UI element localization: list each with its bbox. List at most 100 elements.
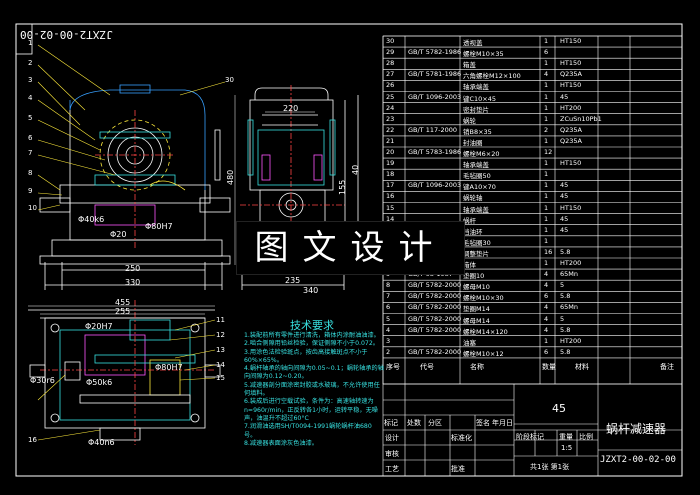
balloon-label: 5 — [28, 114, 33, 122]
bom-cell-qty: 1 — [544, 114, 549, 123]
bom-cell-std: GB/T 117-2000 — [408, 125, 458, 134]
balloon-label: 1 — [28, 39, 33, 47]
balloon-label: 15 — [216, 374, 225, 382]
bom-cell-mat: 5.8 — [560, 347, 571, 356]
bom-cell-qty: 4 — [544, 270, 549, 279]
balloon-label: 2 — [28, 59, 33, 67]
bom-cell-name: 调整垫片 — [463, 249, 489, 258]
bom-header-qty: 数量 — [542, 362, 556, 371]
bom-cell-name: 透视盖 — [463, 39, 483, 47]
balloon-label: 8 — [28, 169, 33, 177]
dim-340: 340 — [303, 286, 319, 295]
bom-cell-qty: 1 — [544, 259, 549, 267]
dim-455: 455 — [115, 298, 131, 307]
requirement-item: 7.润滑油选用SH/T0094-1991蜗轮蜗杆油680号。 — [244, 423, 372, 439]
balloon-label: 3 — [28, 76, 33, 84]
bom-cell-mat: HT150 — [560, 37, 582, 45]
bom-cell-name: 挡油环 — [463, 227, 483, 236]
requirements-list: 1.装配前所有零件进行清洗，箱体内涂耐油油漆。2.啮合侧隙用铅丝检验，保证侧隙不… — [244, 332, 384, 448]
leader-lines-front — [37, 44, 226, 211]
leader-lines-top — [37, 319, 216, 441]
bom-cell-no: 21 — [386, 136, 395, 145]
bom-cell-mat: 5.8 — [560, 247, 571, 256]
bom-header-name: 名称 — [470, 362, 484, 371]
bom-cell-no: 26 — [386, 81, 395, 90]
front-view — [39, 84, 231, 290]
tb-stage: 阶段标记 — [516, 433, 544, 441]
bom-cell-name: 封油圈 — [463, 138, 483, 147]
bom-cell-name: 键C10×45 — [463, 94, 497, 103]
bom-cell-name: 轴承端盖 — [463, 83, 489, 92]
bom-cell-qty: 1 — [544, 170, 549, 179]
bom-cell-std: GB/T 5783-1986 — [408, 148, 462, 156]
bom-cell-name: 轴承端盖 — [463, 161, 489, 170]
bom-cell-mat: 5.8 — [560, 292, 571, 301]
bom-cell-no: 22 — [386, 125, 395, 134]
bom-cell-name: 螺栓M10×12 — [463, 349, 504, 358]
bom-cell-std: GB/T 5782-2000 — [408, 347, 462, 356]
bom-cell-mat: HT150 — [560, 81, 582, 90]
fit-label: Φ80H7 — [155, 363, 183, 372]
bom-cell-mat: 45 — [560, 92, 569, 101]
bom-cell-name: 毛毡圈50 — [463, 172, 491, 181]
bom-cell-std: GB/T 5781-1986 — [408, 70, 462, 79]
bom-cell-no: 25 — [386, 92, 395, 101]
dim-40: 40 — [351, 164, 360, 175]
bom-cell-name: 螺母M10 — [463, 283, 490, 292]
bom-cell-std: GB/T 5782-2000 — [408, 281, 462, 290]
bom-cell-name: 密封垫片 — [463, 105, 489, 114]
bom-cell-std: GB/T 5782-2000 — [408, 325, 462, 334]
bom-cell-std: GB/T 5782-2000 — [408, 314, 462, 323]
bom-cell-name: 螺栓M10×35 — [463, 50, 504, 59]
tb-zone: 分区 — [428, 419, 442, 427]
balloon-label: 12 — [216, 331, 225, 339]
bom-cell-mat: 65Mn — [560, 270, 578, 279]
tb-check: 审核 — [385, 450, 399, 458]
code-box — [15, 23, 33, 55]
balloon-label: 9 — [28, 187, 33, 195]
bom-cell-qty: 4 — [544, 303, 549, 312]
tb-sign: 签名 — [476, 419, 490, 427]
bom-cell-name: 油塞 — [463, 338, 476, 347]
bom-cell-qty: 6 — [544, 48, 549, 57]
dim-220: 220 — [283, 104, 299, 113]
fit-label: Φ80H7 — [145, 222, 173, 231]
bom-cell-qty: 1 — [544, 181, 549, 190]
bom-cell-mat: ZCuSn10Pb1 — [560, 114, 602, 123]
tb-std: 标准化 — [451, 434, 472, 442]
bom-cell-std: GB/T 5782-2000 — [408, 292, 462, 301]
bom-cell-mat: Q235A — [560, 125, 582, 134]
bom-cell-mat: 45 — [560, 192, 569, 201]
bom-cell-no: 23 — [386, 114, 395, 123]
tb-approve: 批准 — [451, 465, 465, 473]
bom-cell-no: 19 — [386, 159, 395, 168]
dim-480: 480 — [226, 169, 235, 185]
bom-cell-qty: 1 — [544, 59, 549, 68]
tb-date: 年月日 — [492, 419, 513, 427]
tb-scale-val: 1:5 — [561, 444, 573, 452]
bom-cell-mat: HT150 — [560, 159, 582, 168]
bom-cell-no: 14 — [386, 214, 395, 223]
balloon-label: 6 — [28, 134, 33, 142]
requirement-item: 2.啮合侧隙用铅丝检验，保证侧隙不小于0.072。 — [244, 340, 379, 348]
drawing-title: 蜗杆减速器 — [606, 422, 667, 436]
bom-cell-no: 15 — [386, 203, 395, 212]
bom-cell-no: 28 — [386, 59, 395, 68]
bom-cell-name: 螺栓M6×20 — [463, 150, 500, 158]
bom-cell-name: 毛毡圈30 — [463, 238, 491, 247]
bom-cell-name: 蜗轮 — [463, 116, 476, 125]
bom-cell-no: 20 — [386, 148, 395, 156]
bom-cell-no: 29 — [386, 48, 395, 57]
fit-label: Φ50k6 — [86, 378, 113, 387]
requirement-item: 6.装成后进行空载试验，条件为：高速轴转速为n=960r/min，正反转各1小时… — [244, 398, 378, 422]
bom-cell-mat: HT150 — [560, 203, 582, 212]
balloon-label: 4 — [28, 94, 33, 102]
tb-craft: 工艺 — [385, 465, 399, 473]
bom-cell-std: GB/T 1096-2003 — [408, 92, 462, 101]
bom-cell-name: 箱体 — [463, 261, 476, 269]
tb-sheets: 共1张 第1张 — [530, 463, 570, 471]
bom-cell-no: 27 — [386, 70, 395, 79]
bom-cell-qty: 4 — [544, 314, 549, 323]
bom-cell-qty: 1 — [544, 81, 549, 90]
bom-cell-qty: 4 — [544, 325, 549, 334]
